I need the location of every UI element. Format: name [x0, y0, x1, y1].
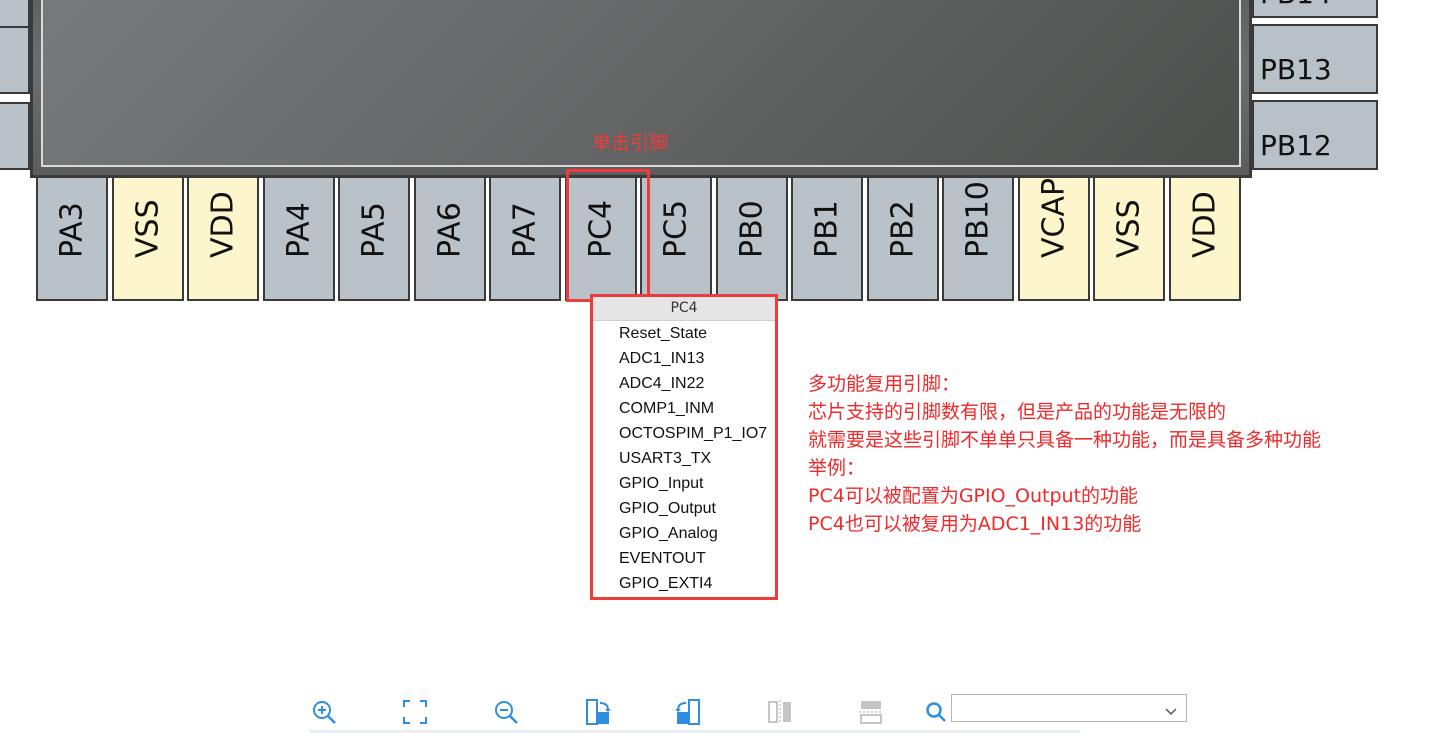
pin-label: PA6	[432, 202, 467, 258]
pin-label: VSS	[130, 199, 165, 258]
menu-item[interactable]: ADC4_IN22	[619, 375, 705, 392]
pin-label: PA7	[507, 202, 543, 258]
menu-item[interactable]: GPIO_Analog	[619, 525, 718, 542]
bottom-pin-pb0[interactable]: PB0	[715, 176, 788, 301]
bottom-pin-pc5[interactable]: PC5	[640, 176, 712, 301]
pin-label: VDD	[1187, 191, 1222, 258]
search-combobox[interactable]	[951, 694, 1187, 722]
pin-label: PB2	[885, 200, 920, 258]
chip-inner-border	[41, 0, 1241, 167]
pin-label: PC5	[658, 199, 694, 258]
menu-item[interactable]: COMP1_INM	[619, 400, 715, 417]
explanation-line: PC4可以被配置为GPIO_Output的功能	[808, 485, 1139, 507]
bottom-pin-pa3[interactable]: PA3	[36, 176, 108, 301]
toolbar-divider	[310, 730, 1080, 733]
left-pin[interactable]	[0, 102, 30, 170]
viewer-toolbar	[0, 690, 1452, 733]
menu-item[interactable]: Reset_State	[619, 325, 708, 342]
right-pin-pb13[interactable]: PB13	[1252, 24, 1378, 94]
click-pin-annotation: 单击引脚	[592, 132, 669, 154]
fit-screen-icon[interactable]	[399, 696, 431, 728]
bottom-pin-pc4[interactable]: PC4	[564, 176, 637, 301]
explanation-line: 多功能复用引脚：	[808, 373, 961, 395]
rotate-left-icon[interactable]	[672, 696, 704, 728]
pin-label: PA4	[281, 202, 316, 258]
left-pin[interactable]	[0, 26, 30, 94]
bottom-pin-vdd[interactable]: VDD	[187, 176, 259, 301]
explanation-line: PC4也可以被复用为ADC1_IN13的功能	[808, 513, 1142, 535]
explanation-line: 芯片支持的引脚数有限，但是产品的功能是无限的	[808, 401, 1227, 423]
bottom-pin-vcap[interactable]: VCAP	[1017, 176, 1090, 301]
pin-label: PA5	[356, 202, 392, 258]
bottom-pin-pa6[interactable]: PA6	[413, 176, 486, 301]
zoom-in-icon[interactable]	[308, 696, 340, 728]
pin-label: PB10	[960, 181, 996, 258]
bottom-pin-pb10[interactable]: PB10	[942, 176, 1014, 301]
pin-label: VSS	[1111, 199, 1147, 258]
menu-item[interactable]: ADC1_IN13	[619, 350, 705, 367]
explanation-line: 举例：	[808, 457, 866, 479]
pin-label: PB1	[809, 200, 845, 258]
right-pin-pb14[interactable]: PB14	[1252, 0, 1378, 18]
bottom-pin-pa4[interactable]: PA4	[262, 176, 335, 301]
menu-item[interactable]: EVENTOUT	[619, 550, 706, 567]
pin-label: PB14	[1260, 0, 1332, 10]
right-pin-pb12[interactable]: PB12	[1252, 100, 1378, 170]
bottom-pin-vss[interactable]: VSS	[111, 176, 184, 301]
rotate-right-icon[interactable]	[582, 696, 614, 728]
flip-vertical-icon	[764, 696, 796, 728]
pin-label: VDD	[205, 191, 241, 258]
menu-item[interactable]: GPIO_Output	[619, 500, 716, 517]
explanation-line: 就需要是这些引脚不单单只具备一种功能，而是具备多种功能	[808, 429, 1322, 451]
pin-label: PB13	[1260, 53, 1332, 86]
bottom-pin-pa5[interactable]: PA5	[338, 176, 410, 301]
bottom-pin-pb2[interactable]: PB2	[866, 176, 939, 301]
flip-horizontal-icon	[855, 696, 887, 728]
zoom-out-icon[interactable]	[490, 696, 522, 728]
pin-label: PA3	[54, 202, 90, 258]
menu-item[interactable]: GPIO_EXTI4	[619, 575, 713, 592]
explanation-text: 多功能复用引脚： 芯片支持的引脚数有限，但是产品的功能是无限的就需要是这些引脚不单…	[808, 370, 1321, 538]
menu-title: PC4	[593, 297, 775, 321]
bottom-pin-pb1[interactable]: PB1	[791, 176, 863, 301]
chevron-down-icon[interactable]	[1164, 702, 1178, 721]
menu-item[interactable]: GPIO_Input	[619, 475, 704, 492]
menu-item[interactable]: OCTOSPIM_P1_IO7	[619, 425, 768, 442]
pin-label: PC4	[583, 199, 618, 258]
pin-label: PB0	[734, 200, 769, 258]
bottom-pin-pa7[interactable]: PA7	[489, 176, 561, 301]
bottom-pin-vdd[interactable]: VDD	[1168, 176, 1241, 301]
pin-label: PB12	[1260, 129, 1332, 162]
bottom-pin-vss[interactable]: VSS	[1093, 176, 1165, 301]
pin-label: VCAP	[1036, 177, 1071, 258]
left-pin[interactable]	[0, 0, 30, 28]
menu-item[interactable]: USART3_TX	[619, 450, 712, 467]
chip-body	[30, 0, 1252, 178]
search-icon[interactable]	[920, 696, 952, 728]
